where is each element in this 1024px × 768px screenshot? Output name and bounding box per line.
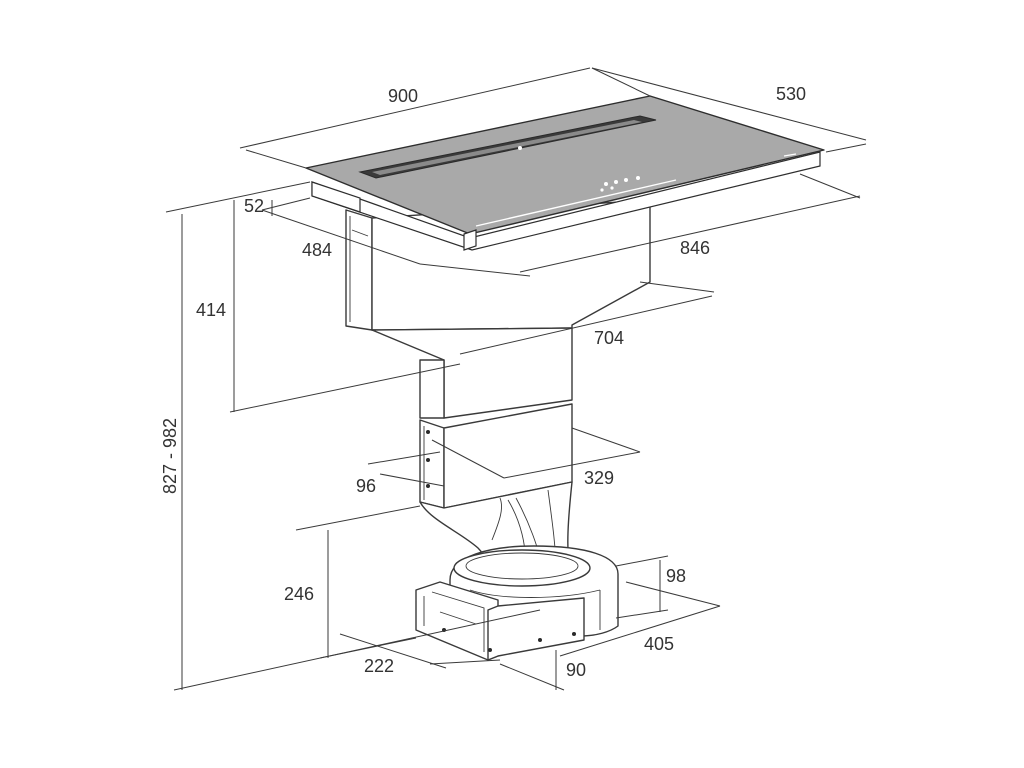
dim-motor-outlet-height: 98 [666, 566, 686, 586]
dim-duct-width-lower: 329 [584, 468, 614, 488]
telescopic-duct [419, 403, 573, 509]
glass-cooktop [305, 95, 825, 251]
motor-outlet [415, 581, 585, 661]
touch-controls [475, 146, 677, 227]
dimension-labels: 900 530 52 484 846 414 704 96 329 246 98… [160, 84, 806, 680]
dim-total-height: 827 - 982 [160, 418, 180, 494]
dimension-lines [165, 67, 867, 691]
dim-outlet-height: 90 [566, 660, 586, 680]
dim-body-depth: 484 [302, 240, 332, 260]
dim-glass-thickness: 52 [244, 196, 264, 216]
product-drawing [305, 95, 825, 661]
dim-duct-width: 704 [594, 328, 624, 348]
dim-motor-length: 405 [644, 634, 674, 654]
dim-motor-height: 246 [284, 584, 314, 604]
dim-duct-depth: 96 [356, 476, 376, 496]
dim-depth-top: 530 [776, 84, 806, 104]
duct-transition [371, 327, 573, 419]
glass-surface [305, 95, 825, 235]
dim-body-height: 414 [196, 300, 226, 320]
dim-outlet-width: 222 [364, 656, 394, 676]
dim-width-top: 900 [388, 86, 418, 106]
dim-body-width: 846 [680, 238, 710, 258]
